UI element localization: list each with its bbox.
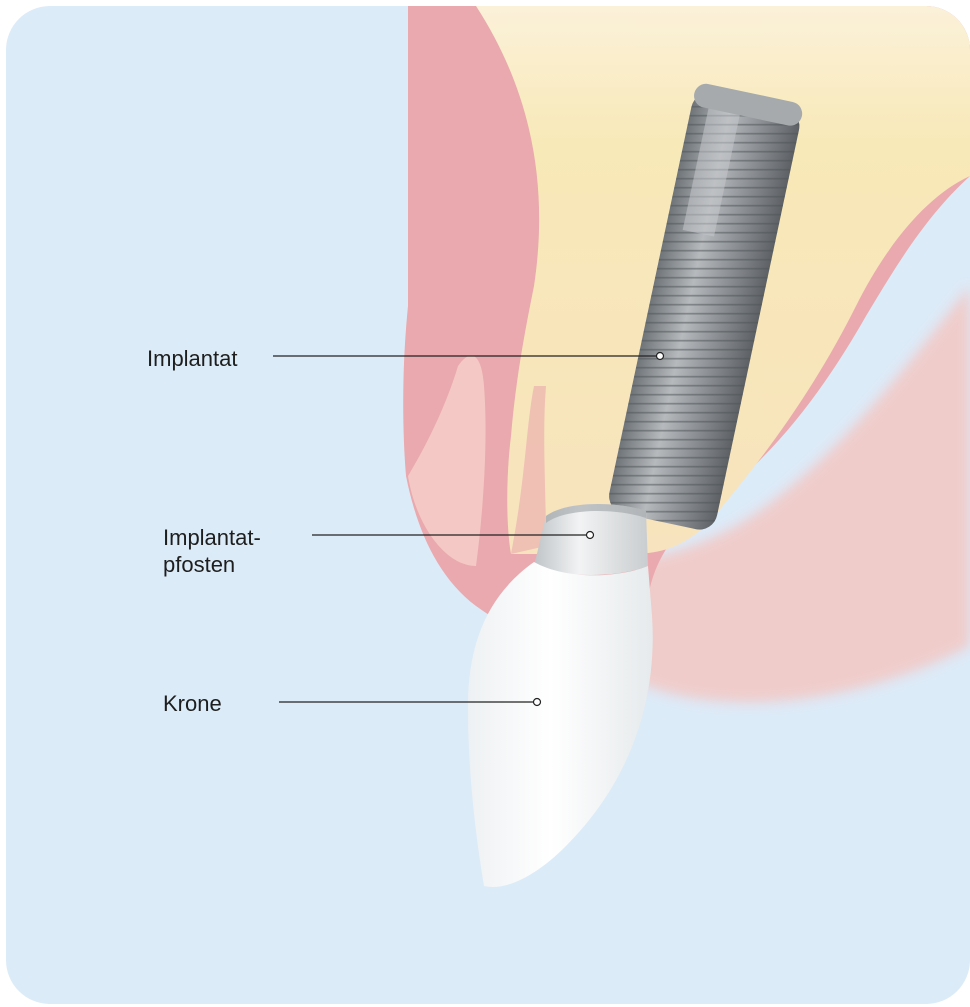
leader-abutment-dot — [587, 532, 594, 539]
label-abutment-line2: pfosten — [163, 551, 261, 578]
dental-implant-illustration — [6, 6, 970, 1004]
label-abutment: Implantat- pfosten — [163, 524, 261, 578]
crown — [468, 562, 653, 887]
label-abutment-line1: Implantat- — [163, 524, 261, 551]
label-crown: Krone — [163, 690, 222, 717]
label-implant: Implantat — [147, 345, 238, 372]
diagram-card: Implantat Implantat- pfosten Krone — [6, 6, 970, 1004]
abutment-collar — [534, 504, 648, 575]
leader-crown-dot — [534, 699, 541, 706]
leader-implant-dot — [657, 353, 664, 360]
